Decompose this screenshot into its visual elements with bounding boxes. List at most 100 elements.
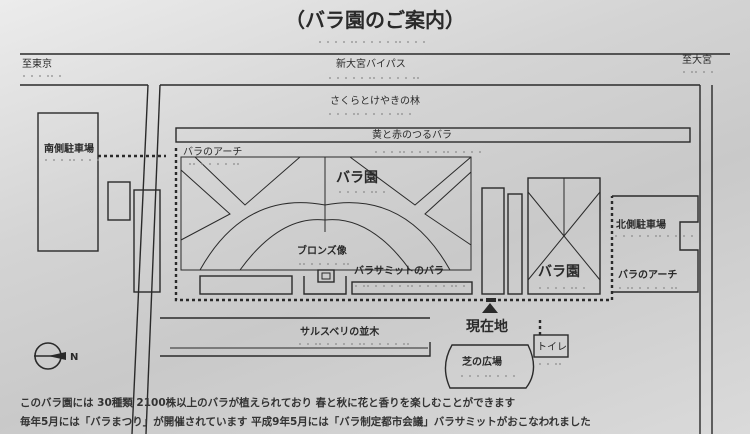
- crape-myrtle-lower-edge: [160, 342, 431, 357]
- braille-dot: [383, 285, 385, 287]
- braille-dot: [339, 191, 341, 193]
- label-north-parking: 北側駐車場: [616, 218, 666, 231]
- label-current-location: 現在地: [466, 318, 508, 335]
- braille-dot: [675, 287, 677, 289]
- main-garden-path-a: [180, 169, 231, 241]
- compass-icon: [34, 342, 66, 370]
- label-rose-garden-east: バラ園: [538, 264, 580, 280]
- braille-dot: [359, 343, 361, 345]
- braille-dot: [443, 285, 445, 287]
- braille-dot: [347, 191, 349, 193]
- bed-middle-tall-b: [507, 193, 523, 295]
- braille-dot: [395, 343, 397, 345]
- braille-dot: [423, 41, 425, 43]
- braille-dot: [675, 235, 677, 237]
- braille-dot: [711, 71, 713, 73]
- braille-dot: [411, 151, 413, 153]
- label-lawn-plaza: 芝の広場: [462, 355, 502, 368]
- west-road-left-edge: [131, 84, 149, 434]
- braille-dot: [397, 77, 399, 79]
- braille-dot: [663, 287, 665, 289]
- braille-dot: [411, 285, 413, 287]
- braille-dot: [363, 343, 365, 345]
- braille-dot: [299, 343, 301, 345]
- label-south-parking: 南側駐車場: [44, 142, 94, 155]
- braille-dot: [345, 77, 347, 79]
- label-to-tokyo: 至東京: [22, 57, 52, 70]
- braille-dot: [363, 285, 365, 287]
- braille-dot: [343, 263, 345, 265]
- braille-dot: [51, 75, 53, 77]
- north-parking-lot: [612, 195, 699, 293]
- braille-dot: [369, 77, 371, 79]
- braille-dot: [307, 343, 309, 345]
- braille-dot: [435, 285, 437, 287]
- compass-north-label: N: [70, 352, 78, 363]
- braille-dot: [357, 113, 359, 115]
- braille-dot: [329, 77, 331, 79]
- braille-dot: [403, 343, 405, 345]
- braille-dot: [319, 41, 321, 43]
- braille-dot: [355, 191, 357, 193]
- braille-dots: [23, 41, 713, 377]
- braille-dot: [365, 113, 367, 115]
- braille-dot: [547, 287, 549, 289]
- braille-dot: [363, 191, 365, 193]
- braille-dot: [683, 235, 685, 237]
- braille-dot: [469, 375, 471, 377]
- label-to-omiya: 至大宮: [682, 53, 712, 66]
- braille-dot: [345, 113, 347, 115]
- braille-dot: [335, 343, 337, 345]
- braille-dot: [399, 41, 401, 43]
- braille-dot: [405, 77, 407, 79]
- braille-dot: [463, 151, 465, 153]
- braille-dot: [347, 263, 349, 265]
- south-parking-lot: [37, 112, 99, 252]
- braille-dot: [59, 75, 61, 77]
- braille-dot: [409, 113, 411, 115]
- braille-dot: [659, 235, 661, 237]
- label-rose-summit-rose: バラサミットのバラ: [354, 265, 444, 277]
- braille-dot: [489, 375, 491, 377]
- braille-dot: [619, 287, 621, 289]
- statue-plaza: [303, 276, 347, 295]
- braille-dot: [61, 159, 63, 161]
- west-road-right-edge: [145, 84, 161, 434]
- braille-dot: [387, 41, 389, 43]
- braille-dot: [363, 41, 365, 43]
- braille-dot: [319, 263, 321, 265]
- bed-west-tall: [133, 189, 161, 293]
- braille-dot: [417, 77, 419, 79]
- braille-dot: [39, 75, 41, 77]
- braille-dot: [471, 151, 473, 153]
- braille-dot: [655, 235, 657, 237]
- braille-dot: [389, 77, 391, 79]
- braille-dot: [563, 287, 565, 289]
- braille-dot: [97, 159, 99, 161]
- label-yellow-red-rose: 黄と赤のつるバラ: [372, 128, 452, 141]
- braille-dot: [631, 287, 633, 289]
- main-garden-path-d: [424, 171, 472, 246]
- braille-dot: [351, 41, 353, 43]
- braille-dot: [327, 263, 329, 265]
- braille-dot: [343, 343, 345, 345]
- braille-dot: [447, 151, 449, 153]
- braille-dot: [319, 343, 321, 345]
- braille-dot: [337, 77, 339, 79]
- braille-dot: [329, 113, 331, 115]
- you-are-here-marker-icon: [482, 303, 498, 313]
- braille-dot: [353, 113, 355, 115]
- braille-dot: [547, 363, 549, 365]
- braille-dot: [463, 285, 465, 287]
- braille-dot: [539, 363, 541, 365]
- bed-lower-left: [199, 275, 293, 295]
- braille-dot: [193, 163, 195, 165]
- braille-dot: [419, 151, 421, 153]
- label-rose-arch-right: バラのアーチ: [618, 269, 677, 281]
- bronze-statue: [321, 272, 331, 280]
- label-rose-arch-left: バラのアーチ: [183, 146, 242, 158]
- braille-dot: [351, 343, 353, 345]
- braille-dot: [371, 191, 373, 193]
- bed-west-small: [107, 181, 131, 221]
